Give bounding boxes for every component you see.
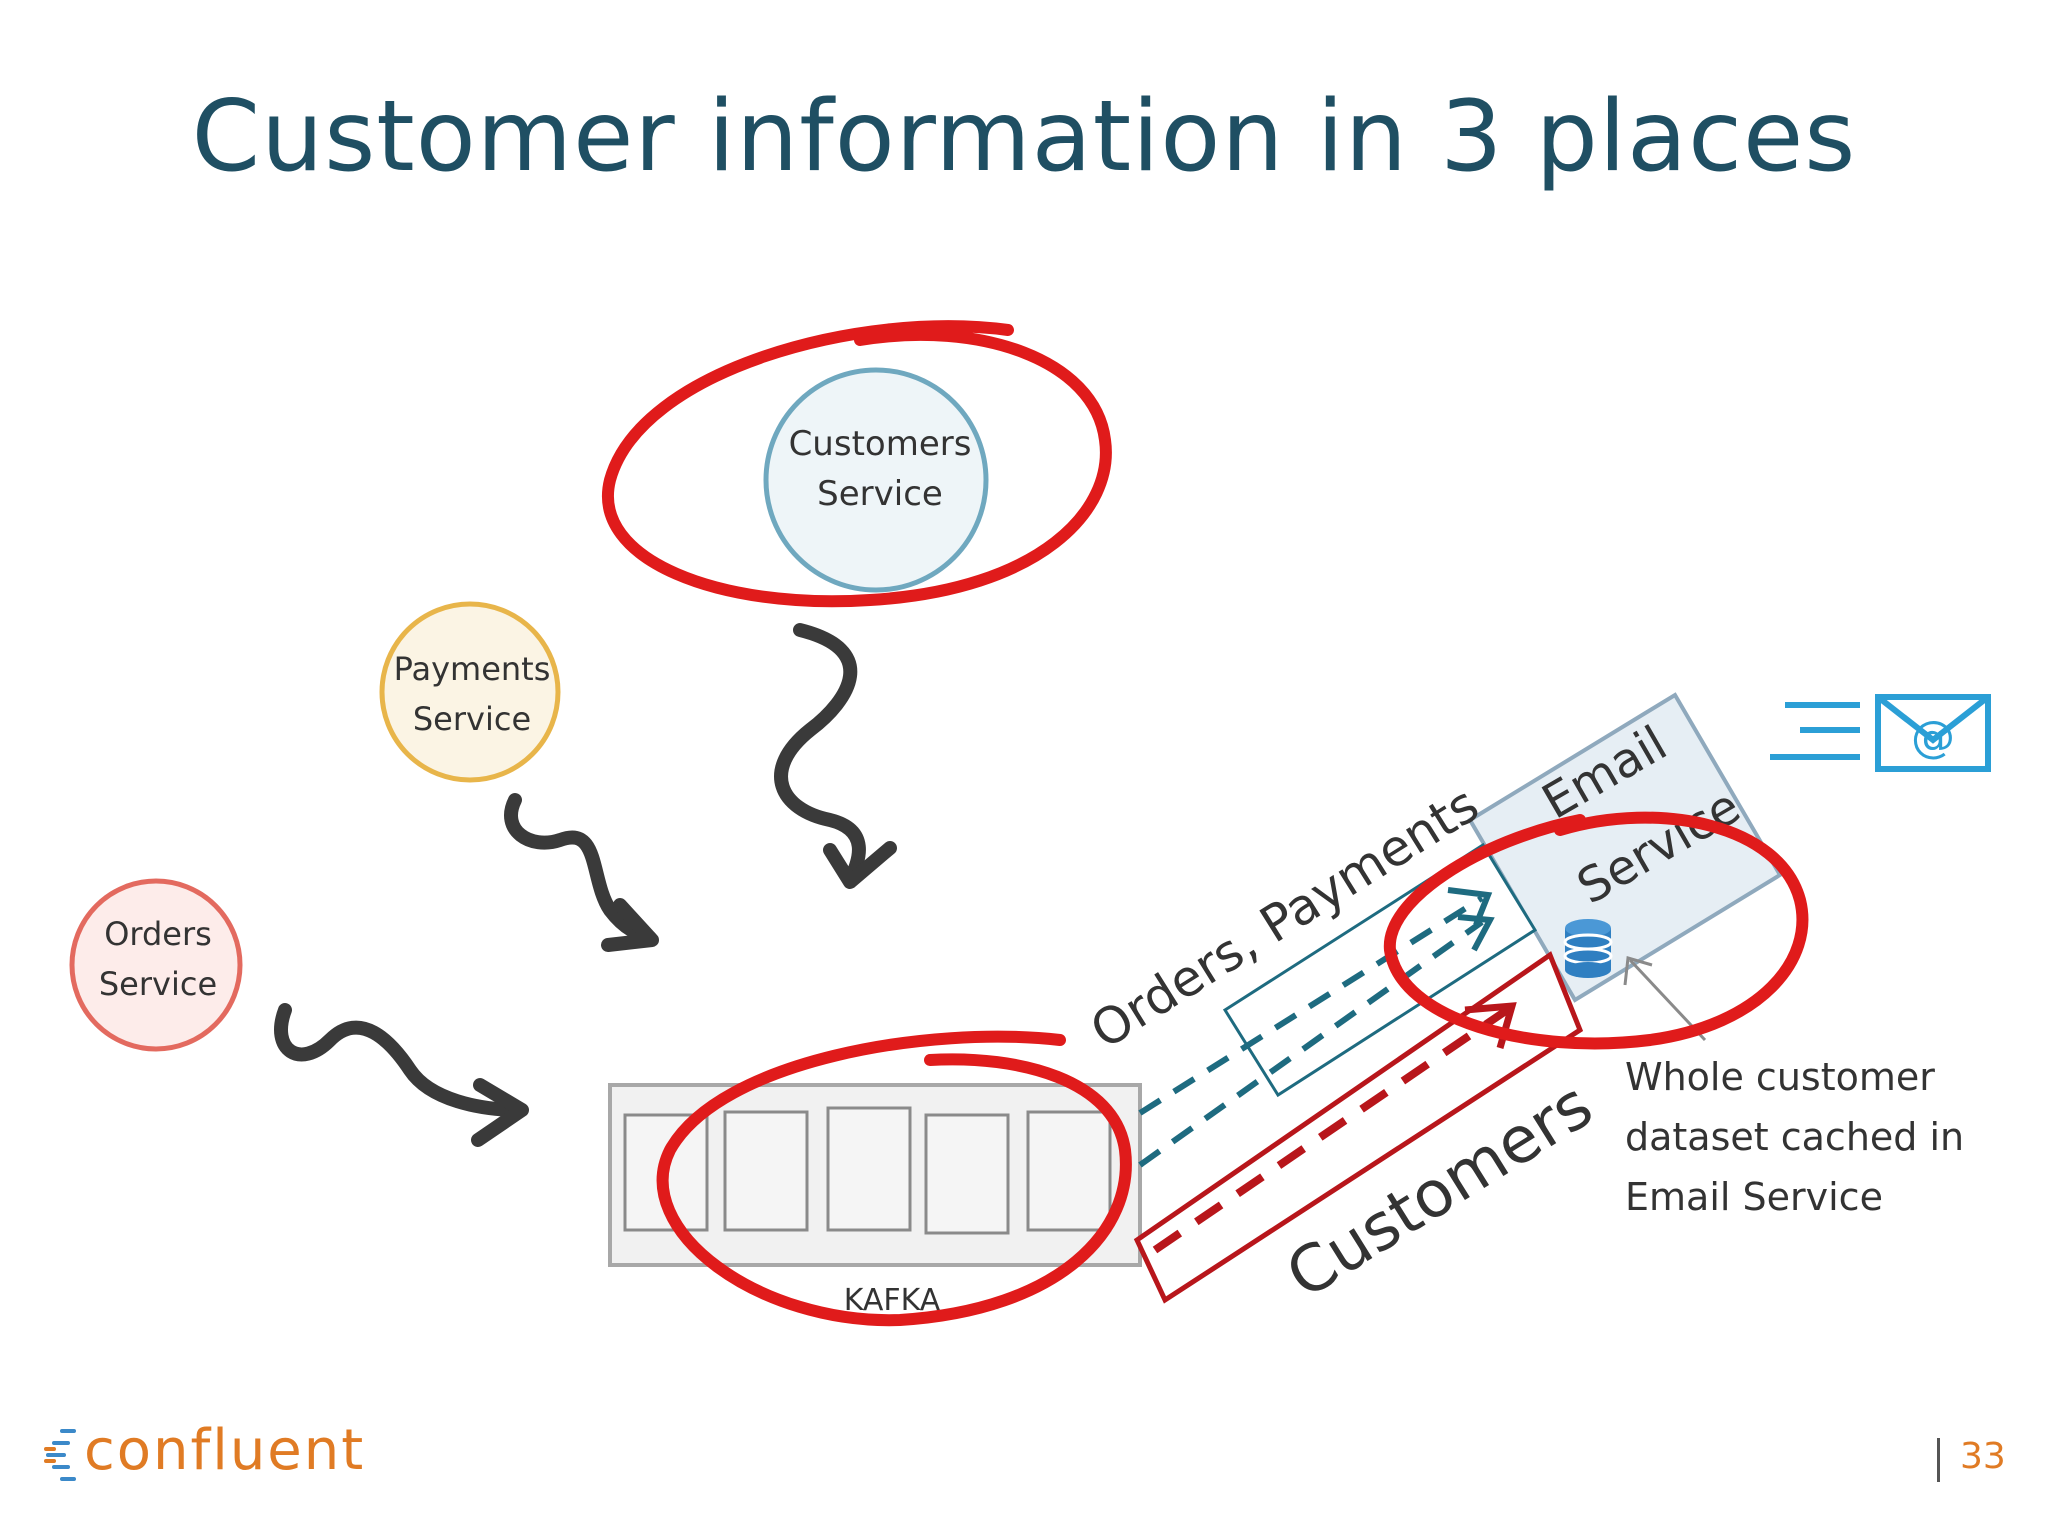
confluent-logo-text: confluent [84,1418,366,1483]
payments-service-label-line2: Service [413,700,531,738]
page-number-separator [1937,1438,1940,1482]
orders-service-node: Orders Service [69,878,243,1052]
email-cache-annotation: Whole customer dataset cached in Email S… [1625,1055,1964,1219]
customers-arrowhead [823,841,897,889]
annotation-line1: Whole customer [1625,1055,1935,1099]
customers-service-label-line1: Customers [789,424,972,464]
annotation-line3: Email Service [1625,1175,1883,1219]
orders-service-label-line2: Service [99,965,217,1003]
squiggle-arrows [274,623,897,1147]
orders-to-kafka-arrow [274,1003,527,1117]
orders-service-label-line1: Orders [104,915,212,953]
payments-service-label-line1: Payments [394,650,551,688]
payments-service-node: Payments Service [379,601,561,783]
customers-highlight-ellipse [602,320,1112,608]
kafka-partition-5 [1026,1110,1112,1232]
annotation-pointer-arrowhead [1623,956,1653,986]
red-highlights [602,320,1809,1327]
payments-to-kafka-arrow [504,793,657,945]
database-icon [1563,919,1613,978]
page-number: 33 [1960,1436,2006,1477]
customers-to-kafka-arrow [774,623,866,887]
email-at-icon: @ [1770,694,1991,772]
confluent-logo-icon [44,1429,76,1481]
kafka-log: KAFKA [608,1083,1142,1318]
email-cache-highlight-ellipse [1383,811,1809,1050]
kafka-partition-2 [723,1110,809,1232]
svg-text:@: @ [1911,712,1955,763]
kafka-partition-3 [826,1106,912,1232]
orders-arrowhead [471,1078,529,1147]
slide-title: Customer information in 3 places [191,80,1857,194]
stream-dashed-line-1 [1138,895,1484,1116]
customers-dashed-line [1152,1004,1513,1254]
kafka-partition-4 [924,1113,1010,1235]
customers-service-label-line2: Service [817,474,943,514]
stream-dashed-line-2 [1138,919,1484,1168]
kafka-highlight-ellipse [656,1030,1132,1327]
customers-service-node: Customers Service [763,367,989,593]
annotation-line2: dataset cached in [1625,1115,1964,1159]
email-service-node: Email Service [1467,692,1783,1003]
payments-arrowhead [601,898,659,952]
